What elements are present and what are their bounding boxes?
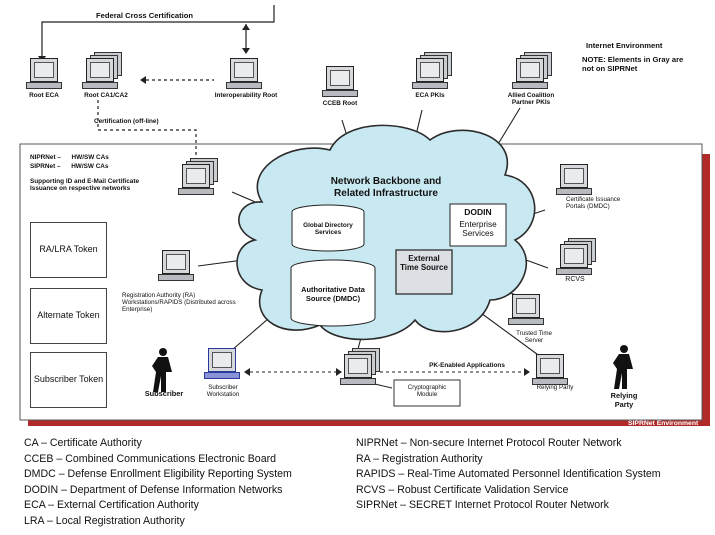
enterprise-label: Enterprise Services	[459, 220, 497, 239]
legend-item: DMDC – Defense Enrollment Eligibility Re…	[24, 468, 292, 481]
siprnet-env-label: SIPRNet Environment	[628, 420, 699, 427]
cert-offline-label: Certification (off-line)	[94, 118, 159, 125]
legend-item: DODIN – Department of Defense Informatio…	[24, 483, 283, 496]
cert-portals-label: Certificate Issuance Portals (DMDC)	[566, 196, 621, 211]
pk-apps-label: PK-Enabled Applications	[429, 362, 505, 369]
niprnet-cas-label: NIPRNet – HW/SW CAs	[30, 154, 109, 161]
relying-party-person-icon	[613, 345, 633, 389]
legend-item: LRA – Local Registration Authority	[24, 514, 185, 527]
allied-label: Allied Coalition Partner PKIs	[507, 92, 555, 107]
arrowhead	[244, 368, 250, 376]
auth-data-label: Authoritative Data Source (DMDC)	[301, 285, 365, 303]
data-cylinder-body	[290, 268, 376, 327]
global-directory-label: Global Directory Services	[303, 222, 353, 237]
legend-right: NIPRNet – Non-secure Internet Protocol R…	[356, 436, 661, 514]
legend-item: SIPRNet – SECRET Internet Protocol Route…	[356, 499, 609, 512]
subscriber-person-label: Subscriber	[144, 389, 184, 398]
arrowhead	[242, 24, 250, 30]
crypto-module-box	[393, 379, 461, 407]
relying-party-ws-label: Relying Party	[536, 384, 574, 391]
legend-item: CA – Certificate Authority	[24, 437, 142, 449]
interop-root-label: Interoperability Root	[214, 92, 278, 99]
external-time-box	[395, 249, 453, 295]
directory-cylinder-body	[291, 212, 365, 252]
internet-environment-label: Internet Environment	[586, 41, 663, 50]
siprnet-cas-label: SIPRNet – HW/SW CAs	[30, 163, 109, 170]
root-eca-label: Root ECA	[29, 92, 59, 99]
legend-item: ECA – External Certification Authority	[24, 499, 199, 512]
legend-item: RAPIDS – Real-Time Automated Personnel I…	[356, 468, 661, 481]
rcvs-label: RCVS	[565, 276, 585, 283]
dodin-box	[449, 203, 507, 247]
note-label: NOTE: Elements in Gray are not on SIPRNe…	[582, 55, 684, 73]
arrowhead	[242, 48, 250, 54]
crypto-module-label: Cryptographic Module	[407, 384, 447, 399]
relying-party-person-label: Relying Party	[610, 391, 638, 409]
legend-left: CA – Certificate Authority CCEB – Combin…	[24, 436, 292, 530]
arrowhead	[336, 368, 342, 376]
trusted-time-label: Trusted Time Server	[516, 330, 552, 345]
alternate-token: Alternate Token	[30, 288, 107, 344]
external-time-label: External Time Source	[400, 254, 448, 273]
subscriber-person-icon	[152, 348, 172, 392]
legend-item: CCEB – Combined Communications Electroni…	[24, 452, 277, 465]
ra-workstation-label: Registration Authority (RA) Workstations…	[122, 292, 236, 314]
eca-pkis-label: ECA PKIs	[415, 92, 445, 99]
backbone-label: Network Backbone and Related Infrastruct…	[330, 176, 442, 199]
federal-cross-line	[41, 5, 275, 56]
supporting-label: Supporting ID and E-Mail Certificate Iss…	[30, 178, 140, 193]
offline-cert-line	[97, 100, 197, 162]
arrowhead	[524, 368, 530, 376]
legend-item: RA – Registration Authority	[356, 452, 483, 465]
root-ca-label: Root CA1/CA2	[84, 92, 128, 99]
legend-item: RCVS – Robust Certificate Validation Ser…	[356, 483, 569, 496]
ra-lra-token: RA/LRA Token	[30, 222, 107, 278]
subscriber-token: Subscriber Token	[30, 352, 107, 408]
federal-cross-label: Federal Cross Certification	[96, 11, 194, 20]
arrowhead	[140, 76, 146, 84]
subscriber-ws-label: Subscriber Workstation	[206, 384, 240, 399]
legend-item: NIPRNet – Non-secure Internet Protocol R…	[356, 437, 622, 449]
cceb-root-label: CCEB Root	[322, 100, 358, 107]
dodin-label: DODIN	[464, 207, 492, 217]
